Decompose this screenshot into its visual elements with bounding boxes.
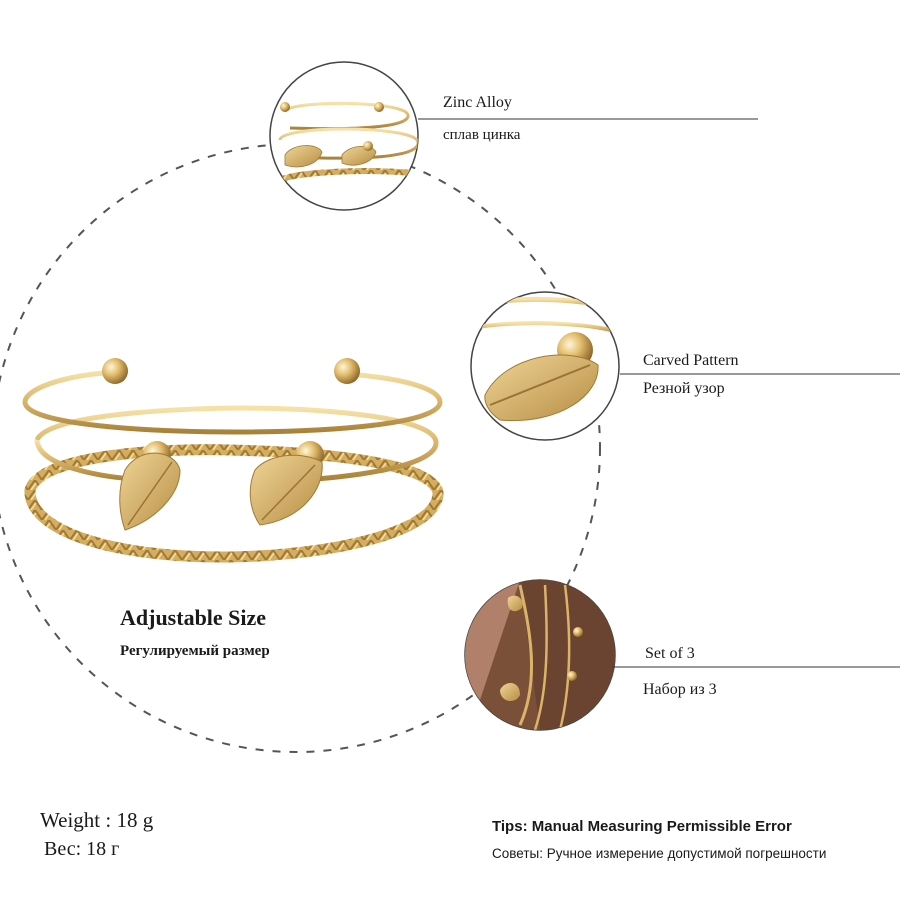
tips-text: Tips: Manual Measuring Permissible Error xyxy=(492,818,792,835)
pattern-label-en: Carved Pattern xyxy=(643,352,739,369)
weight-label: Weight : 18 g xyxy=(40,808,154,832)
adjustable-size-subtitle: Регулируемый размер xyxy=(120,643,270,659)
pattern-zoom-circle xyxy=(470,291,620,441)
set-label-en: Set of 3 xyxy=(645,645,695,662)
set-on-wrist-circle xyxy=(464,579,616,731)
bangle-set-image xyxy=(22,358,444,563)
material-label-en: Zinc Alloy xyxy=(443,94,512,111)
material-zoom-circle xyxy=(269,61,419,211)
weight-label-ru: Вес: 18 г xyxy=(44,838,120,860)
set-label-ru: Набор из 3 xyxy=(643,681,717,698)
adjustable-size-title: Adjustable Size xyxy=(120,605,267,630)
material-label-ru: сплав цинка xyxy=(443,127,521,143)
tips-text-ru: Советы: Ручное измерение допустимой погр… xyxy=(492,846,827,861)
pattern-label-ru: Резной узор xyxy=(643,380,725,397)
